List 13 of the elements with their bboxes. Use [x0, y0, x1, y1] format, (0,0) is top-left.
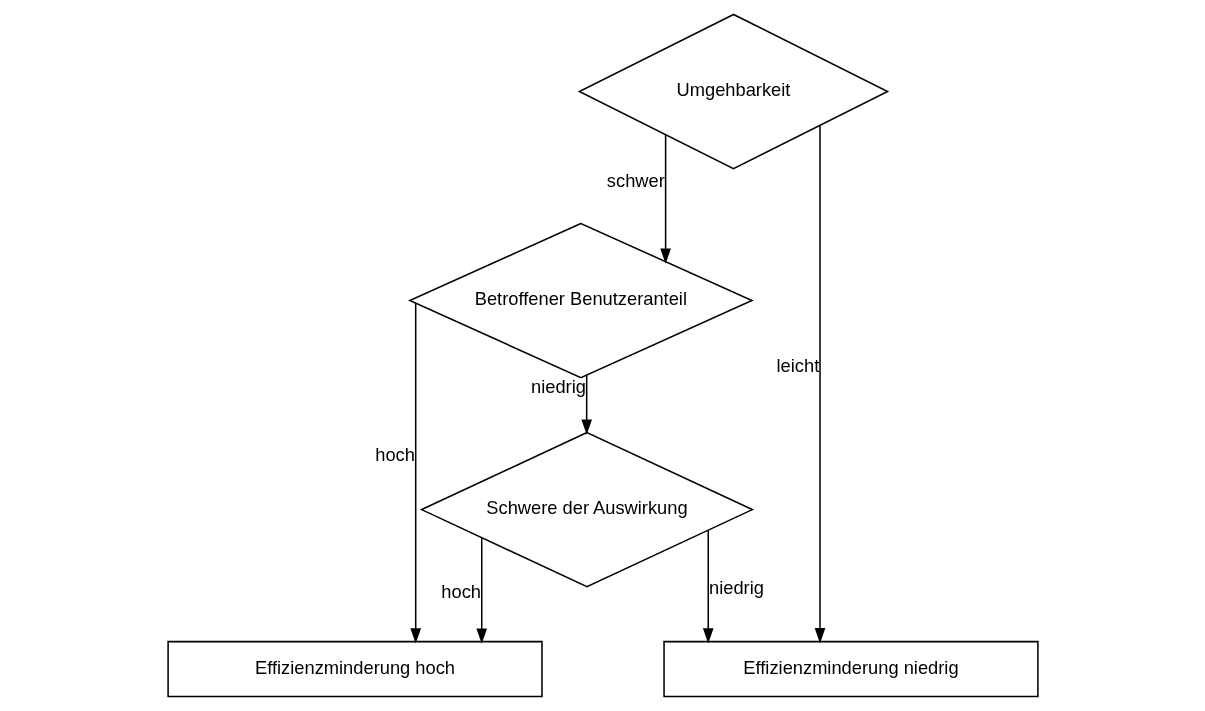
- node-box: Effizienzminderung niedrig: [662, 640, 1039, 698]
- arrow: [475, 537, 487, 644]
- arrow: [659, 134, 671, 264]
- arrow: [814, 124, 825, 644]
- arrow: [702, 529, 714, 644]
- node-diamond: Umgehbarkeit: [577, 13, 889, 170]
- edge-label: hoch: [374, 443, 415, 465]
- node-diamond: Betroffener Benutzeranteil: [407, 222, 754, 379]
- arrow: [580, 374, 592, 435]
- node-box: Effizienzminderung hoch: [166, 640, 543, 698]
- edge-label: schwer: [606, 169, 665, 191]
- arrow: [409, 302, 421, 644]
- edge-label: leicht: [776, 354, 819, 376]
